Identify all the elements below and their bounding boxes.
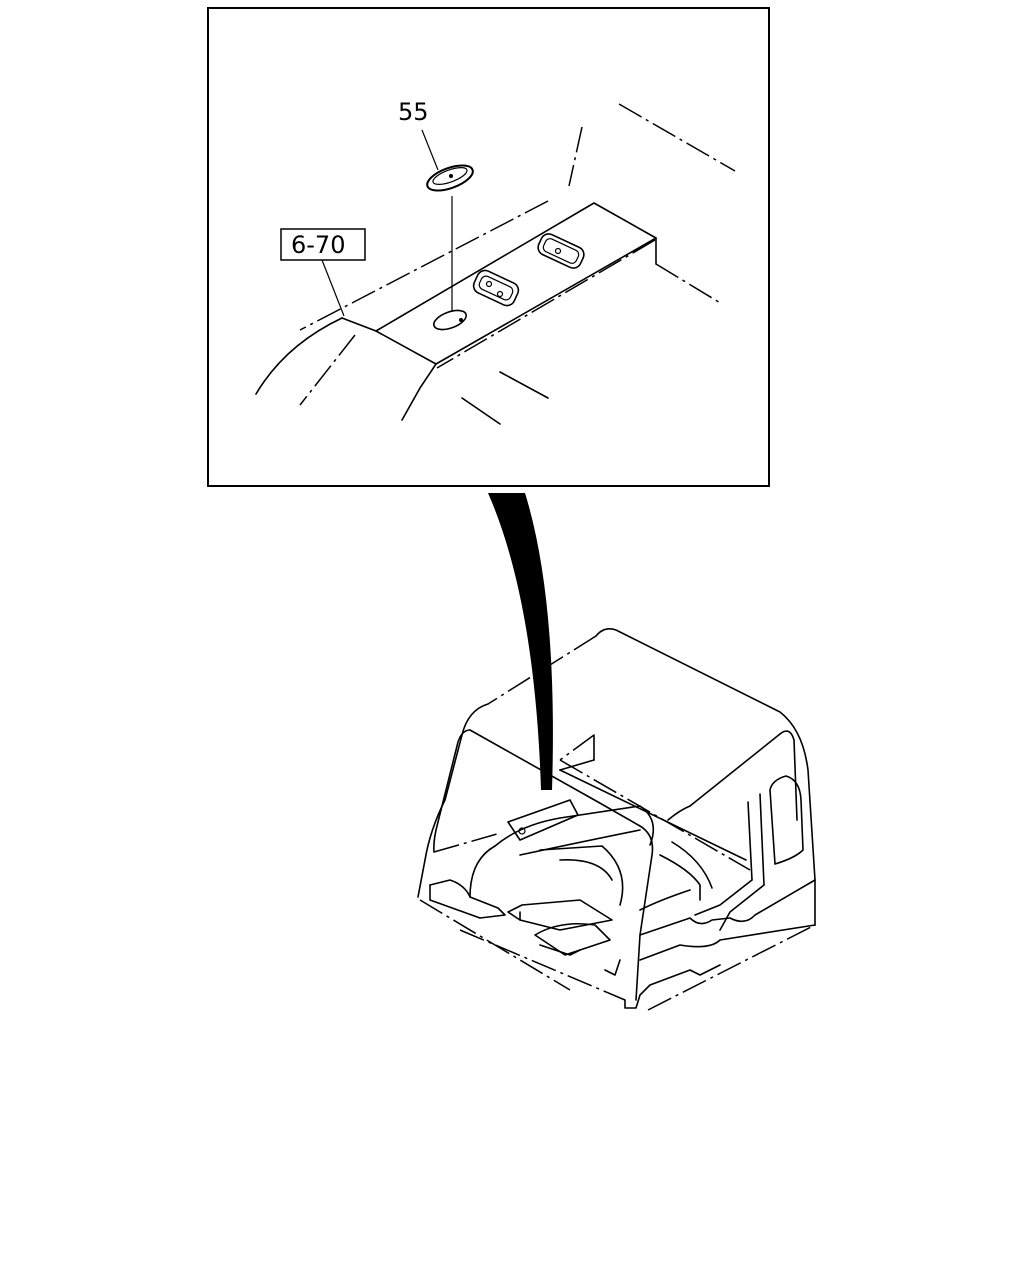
floor-lines [299,103,736,425]
callout-leader-55 [421,129,439,171]
grommet-single [537,233,585,269]
callout-leader-6-70 [321,259,345,317]
detail-pointer-arrow [488,493,553,790]
detail-inset: 55 6-70 [207,7,770,487]
ref-6-70[interactable]: 6-70 [280,228,366,317]
grommet-double [472,269,520,307]
callout-6-70: 6-70 [291,231,345,259]
grommet-seats [432,233,585,331]
callout-55: 55 [398,98,429,126]
callout-box-6-70 [280,228,366,261]
floor-tunnel [255,202,657,421]
part-55-grommet[interactable]: 55 [398,98,476,312]
cab-overview [417,628,816,1011]
